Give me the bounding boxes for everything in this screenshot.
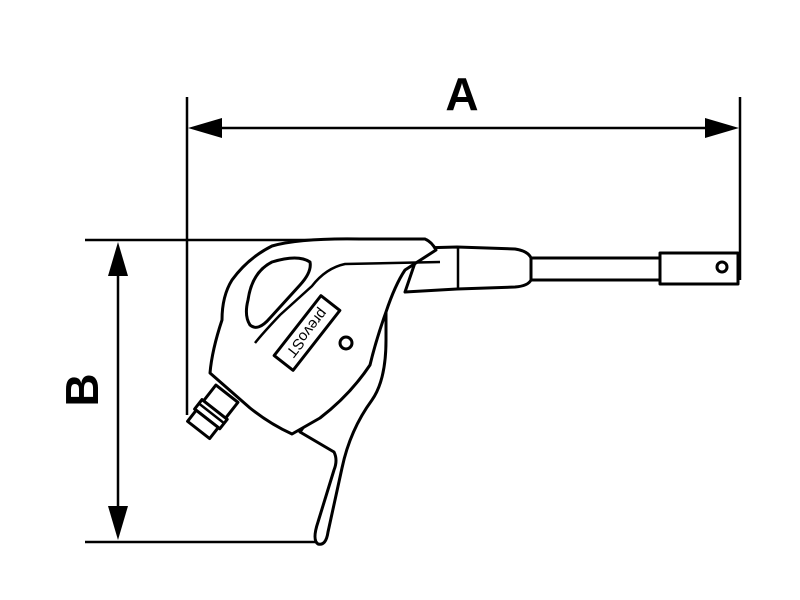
arrowhead-left-icon xyxy=(188,118,222,138)
grip-opening xyxy=(244,256,312,329)
nozzle-tube xyxy=(526,256,664,282)
arrowhead-up-icon xyxy=(108,242,128,276)
arrowhead-down-icon xyxy=(108,506,128,540)
nozzle-tip xyxy=(658,251,740,286)
blow-gun: prevoST xyxy=(186,237,740,546)
air-inlet-connector xyxy=(186,383,240,441)
arrowhead-right-icon xyxy=(705,118,739,138)
gun-body xyxy=(208,237,438,436)
dimension-b: B xyxy=(56,242,128,540)
handle-ridge xyxy=(254,260,441,344)
screw-hole xyxy=(338,335,354,351)
nozzle-collar xyxy=(403,245,533,294)
dimension-a: A xyxy=(188,68,739,138)
dimension-a-label: A xyxy=(445,68,478,120)
tip-hole xyxy=(715,260,729,274)
dimension-b-label: B xyxy=(56,373,108,406)
